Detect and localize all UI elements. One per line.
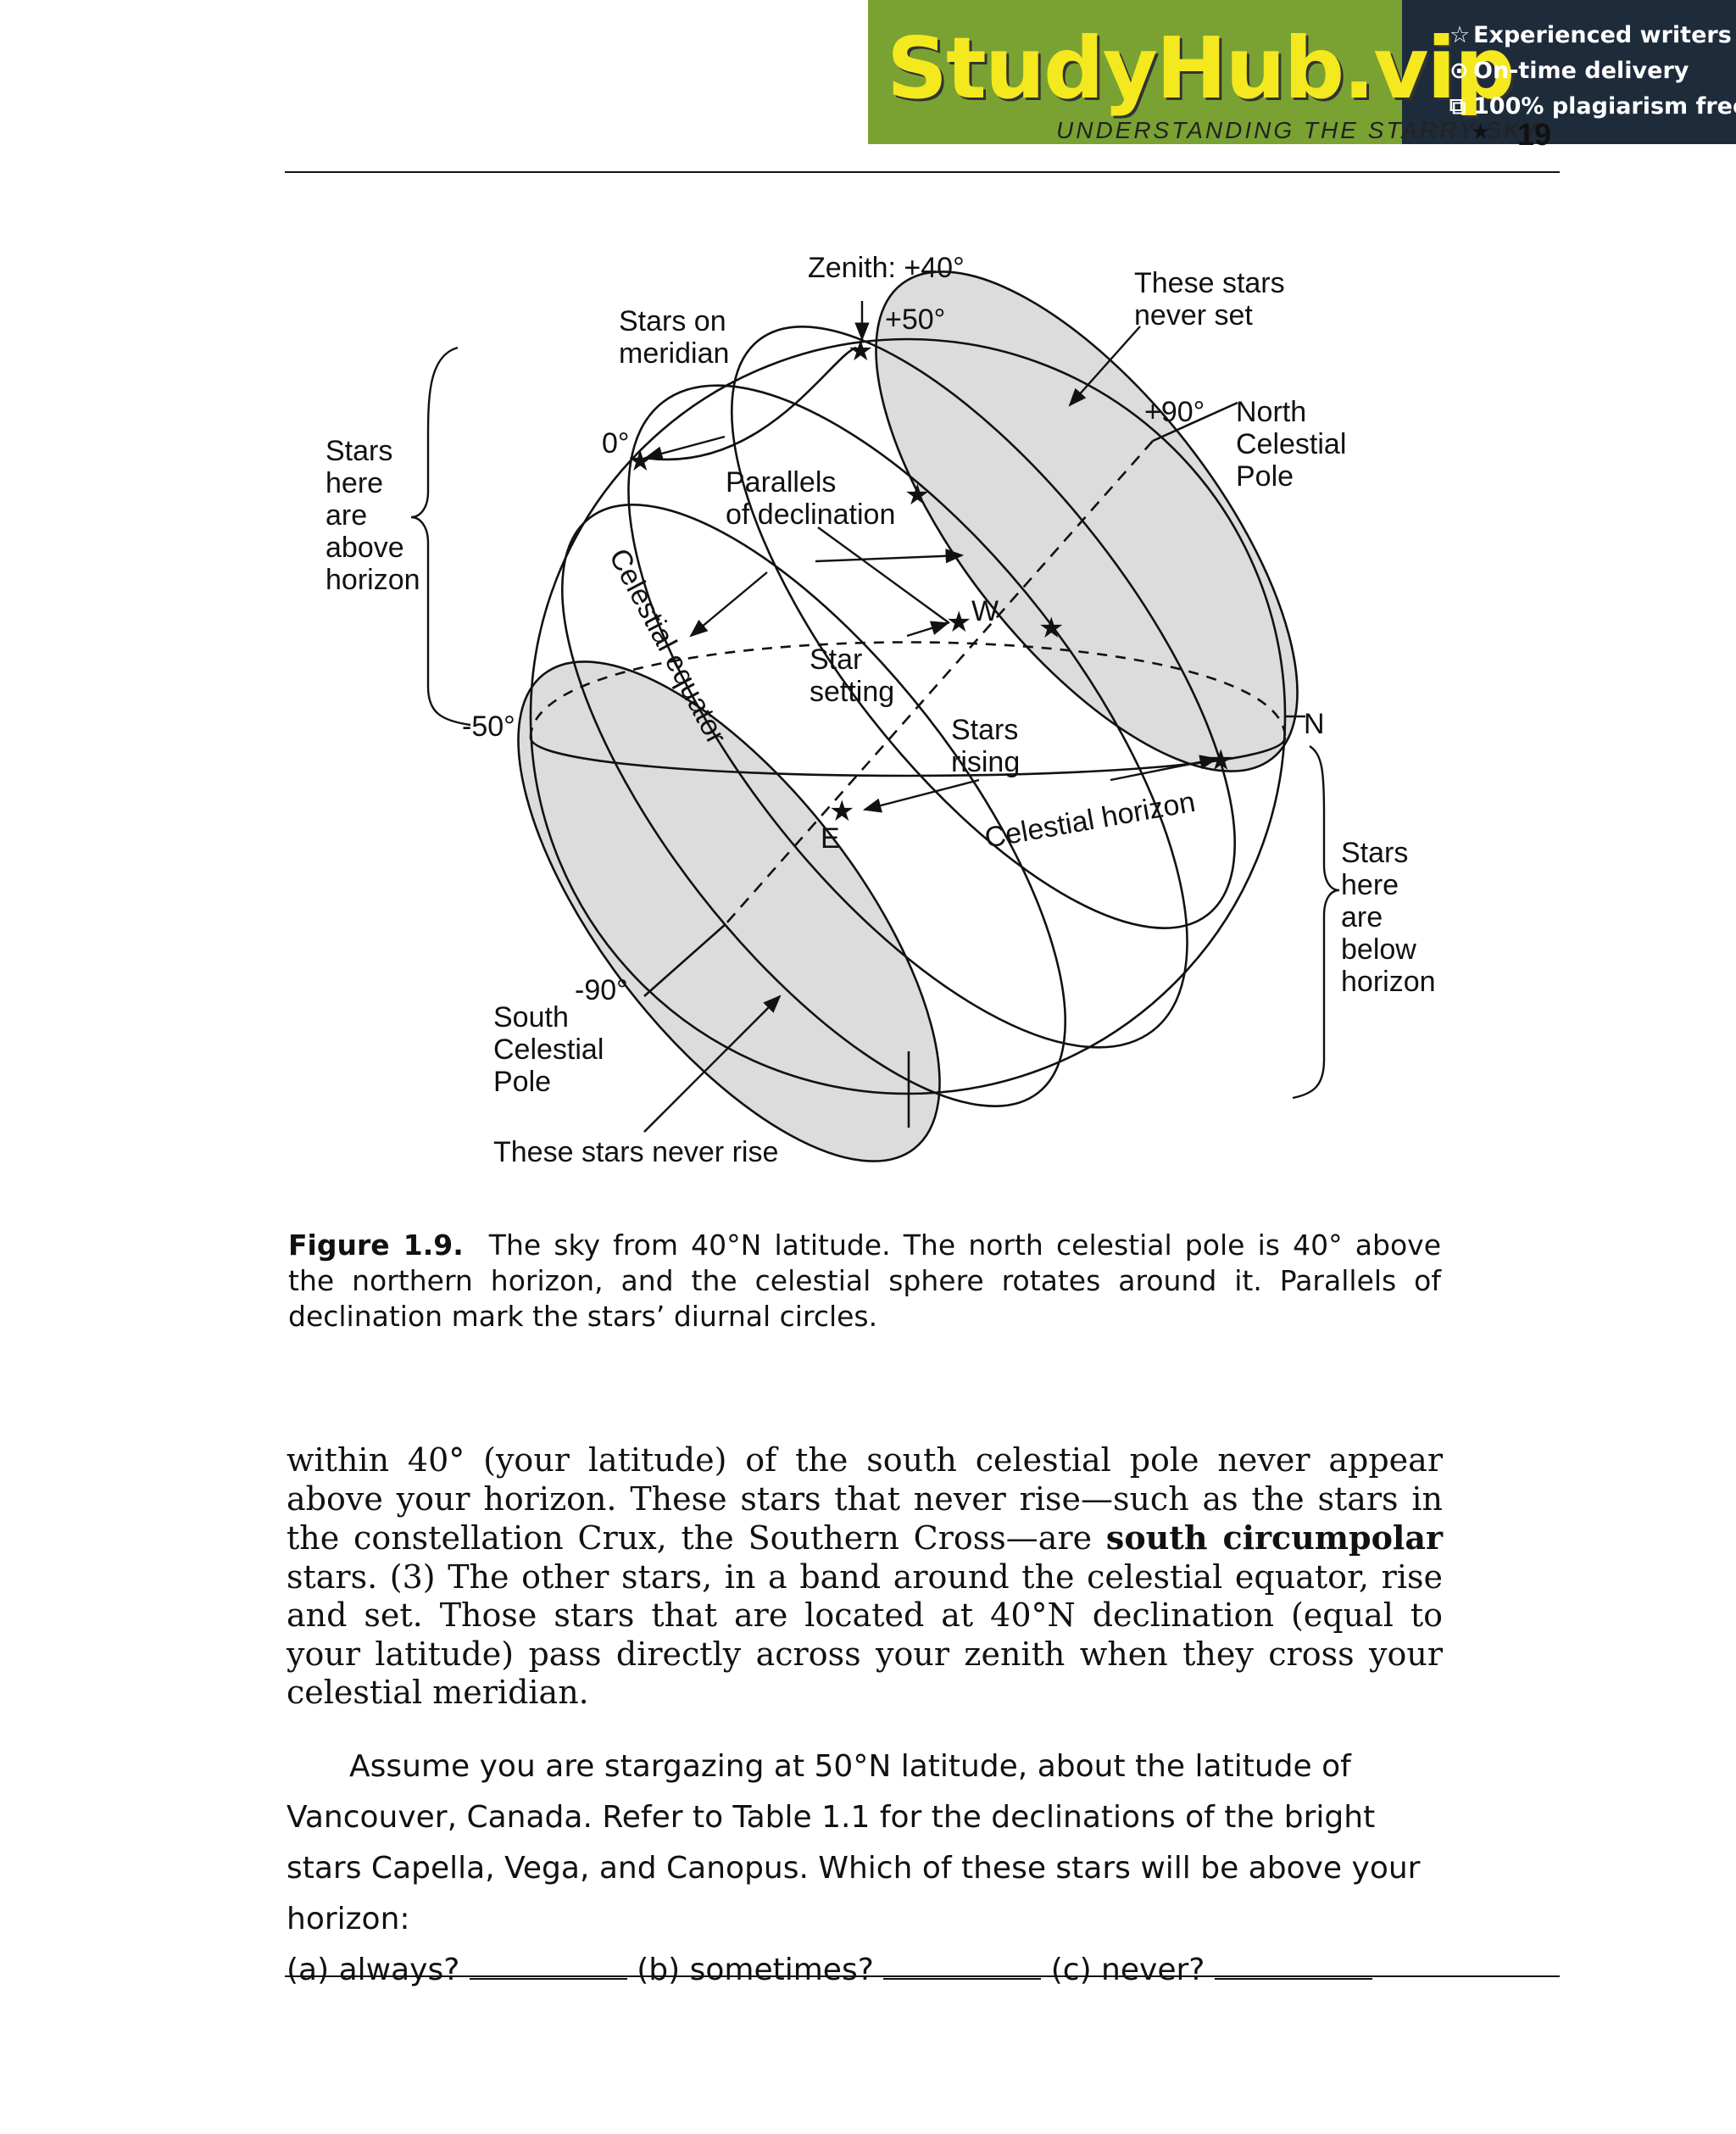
body-paragraph: within 40° (your latitude) of the south … bbox=[287, 1441, 1443, 1711]
stars-on-meridian-label-1: Stars on bbox=[619, 305, 726, 337]
ncp-label-2: Celestial bbox=[1236, 428, 1346, 460]
below-horizon-label-1: Stars bbox=[1341, 837, 1408, 869]
minus50-label: -50° bbox=[462, 710, 515, 743]
east-label: E bbox=[821, 822, 840, 855]
stars-rising-label-2: rising bbox=[951, 746, 1020, 778]
star-marker-east: ★ bbox=[829, 795, 854, 827]
above-horizon-label-2: here bbox=[326, 467, 383, 499]
ncp-label-1: North bbox=[1236, 396, 1306, 428]
stars-rising-label-1: Stars bbox=[951, 714, 1018, 746]
banner-feature-2: ⊙On-time delivery bbox=[1449, 58, 1689, 84]
question-text: Assume you are stargazing at 50°N latitu… bbox=[287, 1749, 1421, 1936]
parallel-minus50 bbox=[561, 504, 1066, 1107]
celestial-meridian bbox=[643, 346, 857, 461]
star-markers: ★ ★ ★ ★ ★ ★ ★ bbox=[627, 335, 1233, 827]
ncp-label-3: Pole bbox=[1236, 460, 1294, 493]
star-marker-equator: ★ bbox=[627, 445, 653, 477]
celestial-horizon-label: Celestial horizon bbox=[982, 786, 1198, 855]
banner-dark-panel bbox=[1402, 0, 1736, 144]
star-setting-label-2: setting bbox=[810, 676, 894, 708]
north-circumpolar-cap bbox=[875, 270, 1299, 772]
caption-text: The sky from 40°N latitude. The north ce… bbox=[288, 1229, 1441, 1333]
parallels-label-2: of declination bbox=[726, 499, 895, 531]
footer-rule bbox=[285, 1975, 1560, 1977]
never-set-label-2: never set bbox=[1134, 299, 1253, 332]
above-horizon-brace bbox=[410, 346, 471, 727]
clock-icon: ⊙ bbox=[1449, 58, 1469, 84]
polar-axis bbox=[725, 440, 1154, 925]
banner-feature-3: ⧉100% plagiarism free bbox=[1449, 93, 1736, 120]
above-horizon-label-4: above bbox=[326, 532, 404, 564]
star-outline-icon: ☆ bbox=[1449, 22, 1471, 48]
scp-label-2: Celestial bbox=[493, 1034, 604, 1066]
plus90-label: +90° bbox=[1144, 396, 1205, 428]
answer-blank-c[interactable] bbox=[1214, 1953, 1372, 1980]
celestial-equator bbox=[627, 384, 1188, 1049]
option-c-label: (c) never? bbox=[1050, 1953, 1205, 1987]
option-a-label: (a) always? bbox=[287, 1953, 460, 1987]
page-number: 19 bbox=[1517, 117, 1552, 152]
banner-logo[interactable]: StudyHub.vip bbox=[887, 19, 1515, 118]
header-rule bbox=[285, 171, 1560, 173]
answer-blank-b[interactable] bbox=[883, 1953, 1042, 1980]
never-rise-label: These stars never rise bbox=[493, 1136, 778, 1168]
parallel-plus50 bbox=[731, 326, 1236, 929]
answer-blank-a[interactable] bbox=[469, 1953, 627, 1980]
below-horizon-label-5: horizon bbox=[1341, 966, 1436, 998]
west-label: W bbox=[971, 595, 999, 627]
banner-green-panel bbox=[868, 0, 1410, 144]
term-south-circumpolar: south circumpolar bbox=[1105, 1518, 1443, 1557]
star-marker-parallel: ★ bbox=[904, 479, 930, 511]
below-horizon-label-3: are bbox=[1341, 901, 1383, 933]
below-horizon-label-2: here bbox=[1341, 869, 1399, 901]
zero-label: 0° bbox=[602, 427, 630, 460]
ad-banner[interactable]: StudyHub.vip ☆Experienced writers ⊙On-ti… bbox=[868, 0, 1736, 144]
figure-caption: Figure 1.9.The sky from 40°N latitude. T… bbox=[288, 1228, 1441, 1334]
copy-icon: ⧉ bbox=[1449, 93, 1466, 120]
north-label: N bbox=[1304, 708, 1325, 740]
star-setting-label-1: Star bbox=[810, 644, 862, 676]
star-marker-north: ★ bbox=[1208, 744, 1233, 777]
stars-on-meridian-label-2: meridian bbox=[619, 337, 729, 370]
below-horizon-brace bbox=[1292, 745, 1340, 1100]
running-head-star-icon: ★ bbox=[1471, 119, 1491, 144]
banner-feature-1: ☆Experienced writers bbox=[1449, 22, 1732, 48]
star-marker-west: ★ bbox=[946, 606, 971, 638]
above-horizon-label-3: are bbox=[326, 499, 367, 532]
star-marker-setting: ★ bbox=[1038, 612, 1064, 644]
south-circumpolar-cap bbox=[517, 660, 941, 1162]
parallels-label-1: Parallels bbox=[726, 466, 836, 499]
star-marker-zenith: ★ bbox=[848, 335, 873, 367]
minus90-label: -90° bbox=[575, 974, 628, 1006]
celestial-sphere-diagram: ★ ★ ★ ★ ★ ★ ★ Zenith: +40° +50° Stars on… bbox=[326, 252, 1436, 1168]
below-horizon-label-4: below bbox=[1341, 933, 1416, 966]
scp-label-3: Pole bbox=[493, 1066, 551, 1098]
scp-label-1: South bbox=[493, 1001, 569, 1034]
never-set-label-1: These stars bbox=[1134, 267, 1285, 299]
option-b-label: (b) sometimes? bbox=[637, 1953, 874, 1987]
above-horizon-label-5: horizon bbox=[326, 564, 420, 596]
running-head: UNDERSTANDING THE STARRY SKY bbox=[1056, 117, 1541, 143]
exercise-question: Assume you are stargazing at 50°N latitu… bbox=[287, 1741, 1443, 1996]
figure-label: Figure 1.9. bbox=[288, 1229, 464, 1262]
plus50-label: +50° bbox=[885, 304, 945, 336]
above-horizon-label-1: Stars bbox=[326, 435, 392, 467]
celestial-horizon bbox=[529, 737, 1287, 777]
zenith-label: Zenith: +40° bbox=[808, 252, 965, 284]
